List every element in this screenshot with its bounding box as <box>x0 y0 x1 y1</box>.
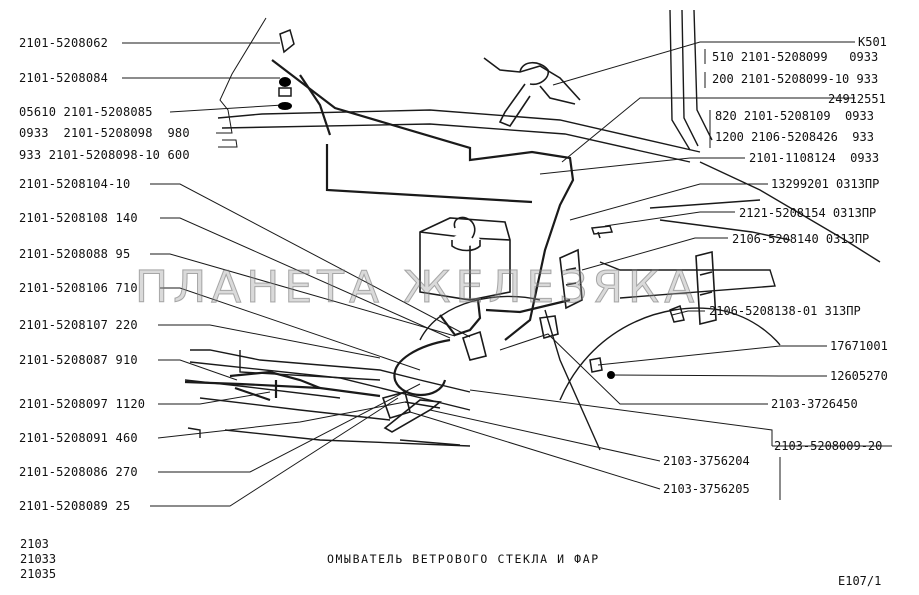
part-label: 2106-5208138-01 313ПР <box>709 304 861 318</box>
car-body-outline <box>184 9 881 451</box>
part-label: 2101-5208084 <box>19 71 109 85</box>
part-label: 200 2101-5208099-10 933 <box>712 72 879 86</box>
washer-hoses <box>184 59 575 402</box>
part-label: 0933 2101-5208098 980 <box>19 126 190 140</box>
part-label: 2101-5208062 <box>19 36 109 50</box>
part-label: 2101-5208107 220 <box>19 318 138 332</box>
washer-reservoir <box>419 216 511 301</box>
part-label: 2103-3726450 <box>771 397 858 411</box>
part-label: 820 2101-5208109 0933 <box>715 109 874 123</box>
sheet-code: Е107/1 <box>838 574 882 588</box>
part-label: 2103-5208009-20 <box>774 439 883 453</box>
part-label: 2101-5208108 140 <box>19 211 138 225</box>
part-label: 2101-5208087 910 <box>19 353 138 367</box>
headlamp-bracket <box>559 248 717 326</box>
part-label: 2106-5208140 0313ПР <box>732 232 870 246</box>
part-label: 05610 2101-5208085 <box>19 105 153 119</box>
part-label: 933 2101-5208098-10 600 <box>19 148 190 162</box>
part-label: К501 <box>858 35 887 49</box>
part-label: 17671001 <box>830 339 888 353</box>
part-label: 12605270 <box>830 369 888 383</box>
right-leader-lines <box>409 41 892 500</box>
part-label: 2103-3756204 <box>663 454 750 468</box>
part-label: 2101-5208086 270 <box>19 465 138 479</box>
part-label: 510 2101-5208099 0933 <box>712 50 879 64</box>
nozzles <box>278 28 685 379</box>
part-label: 13299201 0313ПР <box>771 177 880 191</box>
part-label: 2101-5208104-10 <box>19 177 131 191</box>
part-label: 1200 2106-5208426 933 <box>715 130 874 144</box>
part-label: 2101-5208089 25 <box>19 499 131 513</box>
column-switch <box>483 57 581 127</box>
part-label: 24912551 <box>828 92 886 106</box>
watermark: ПЛАНЕТА ЖЕЛЕЗЯКА <box>134 262 700 314</box>
model-item: 21033 <box>20 552 57 566</box>
left-leader-lines <box>122 17 471 507</box>
part-label: 2103-3756205 <box>663 482 750 496</box>
part-label: 2101-1108124 0933 <box>749 151 880 165</box>
washer-pump <box>381 315 559 433</box>
part-label: 2101-5208097 1120 <box>19 397 146 411</box>
part-label: 2101-5208088 95 <box>19 247 131 261</box>
part-label: 2121-5208154 0313ПР <box>739 206 877 220</box>
model-item: 21035 <box>20 567 57 581</box>
part-label: 2101-5208106 710 <box>19 281 138 295</box>
part-label: 2101-5208091 460 <box>19 431 138 445</box>
model-list: 2103 21033 21035 <box>20 537 56 582</box>
diagram-title: ОМЫВАТЕЛЬ ВЕТРОВОГО СТЕКЛА И ФАР <box>327 552 600 566</box>
model-item: 2103 <box>20 537 49 551</box>
